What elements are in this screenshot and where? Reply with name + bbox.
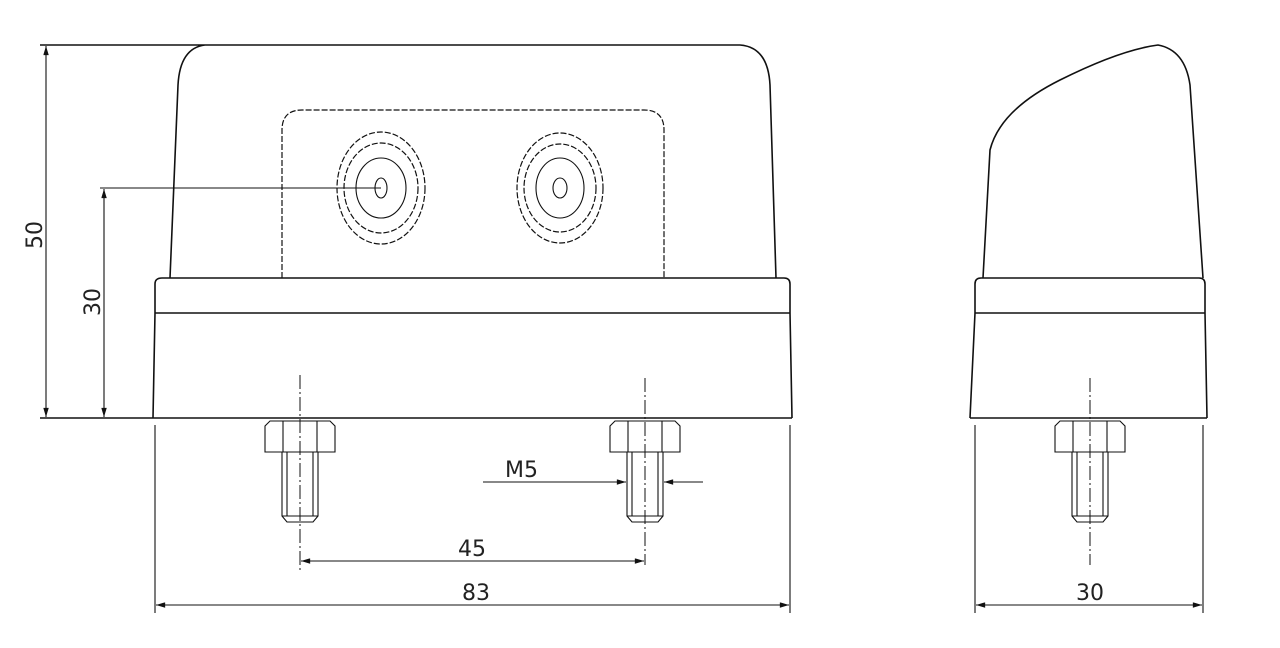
base-body	[40, 312, 793, 419]
dimension-30-height: 30	[81, 189, 107, 417]
dimension-30-height-label: 30	[81, 288, 106, 316]
dimension-30-depth-label: 30	[1076, 581, 1104, 606]
dimension-45: 45	[301, 537, 644, 564]
dimension-50: 50	[23, 46, 49, 417]
lens-window-hidden	[281, 109, 665, 278]
dimension-30-depth: 30	[974, 425, 1204, 613]
base-band	[154, 277, 791, 314]
dimension-83-label: 83	[462, 581, 490, 606]
bolt-right	[609, 378, 681, 565]
side-bolt	[1054, 378, 1126, 565]
side-cover-outline	[982, 44, 1204, 279]
dimension-m5: M5	[483, 458, 703, 485]
dimension-m5-label: M5	[505, 458, 538, 483]
dimension-45-label: 45	[458, 537, 486, 562]
lens-right	[516, 132, 604, 244]
bolt-left	[264, 375, 336, 570]
side-base-body	[969, 312, 1208, 419]
side-view: 30	[969, 44, 1208, 613]
lamp-cover-outline	[40, 44, 777, 279]
front-view: 50 30 45 83 M5	[23, 44, 793, 613]
dimension-50-label: 50	[23, 221, 48, 249]
dimension-83: 83	[154, 425, 791, 613]
side-base-band	[974, 277, 1206, 314]
